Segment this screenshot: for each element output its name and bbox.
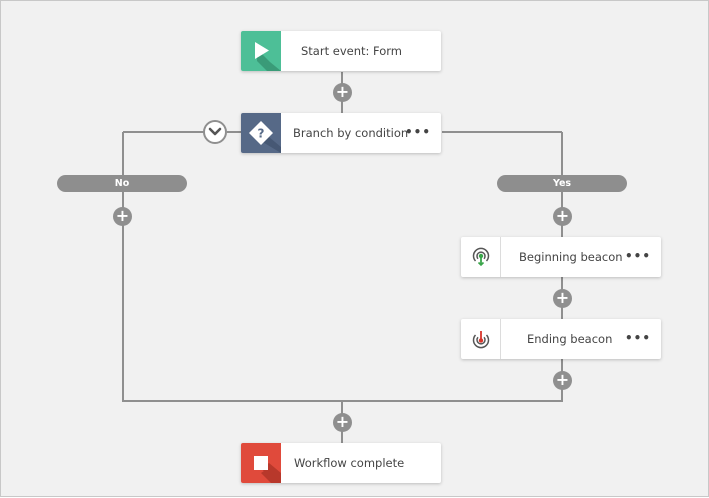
beginning-beacon-menu-button[interactable]: •••: [624, 249, 651, 263]
ending-beacon-menu-button[interactable]: •••: [624, 331, 651, 345]
beginning-beacon-node[interactable]: Beginning beacon •••: [461, 237, 661, 277]
start-event-node[interactable]: Start event: Form: [241, 31, 441, 71]
beacon-red-icon: [461, 319, 501, 359]
branch-menu-button[interactable]: •••: [404, 125, 431, 139]
add-step-after-beacon-button[interactable]: +: [553, 371, 572, 390]
collapse-branch-toggle[interactable]: [203, 120, 227, 144]
ending-beacon-node[interactable]: Ending beacon •••: [461, 319, 661, 359]
branch-yes-label: Yes: [497, 175, 627, 192]
question-diamond-icon: ?: [241, 113, 281, 153]
add-step-between-beacons-button[interactable]: +: [553, 289, 572, 308]
branch-condition-node[interactable]: ? Branch by condition •••: [241, 113, 441, 153]
branch-condition-label: Branch by condition: [293, 126, 409, 140]
chevron-down-icon: [208, 127, 222, 136]
stop-icon: [241, 443, 281, 483]
beacon-green-icon: [461, 237, 501, 277]
add-step-button[interactable]: +: [333, 83, 352, 102]
workflow-complete-label: Workflow complete: [294, 456, 405, 470]
play-icon: [241, 31, 281, 71]
branch-no-label: No: [57, 175, 187, 192]
start-event-label: Start event: Form: [301, 44, 403, 58]
add-step-no-branch-button[interactable]: +: [113, 207, 132, 226]
add-step-yes-branch-button[interactable]: +: [553, 207, 572, 226]
beginning-beacon-label: Beginning beacon: [519, 250, 623, 264]
add-step-before-complete-button[interactable]: +: [333, 413, 352, 432]
svg-text:?: ?: [258, 127, 265, 141]
workflow-complete-node[interactable]: Workflow complete: [241, 443, 441, 483]
ending-beacon-label: Ending beacon: [527, 332, 613, 346]
